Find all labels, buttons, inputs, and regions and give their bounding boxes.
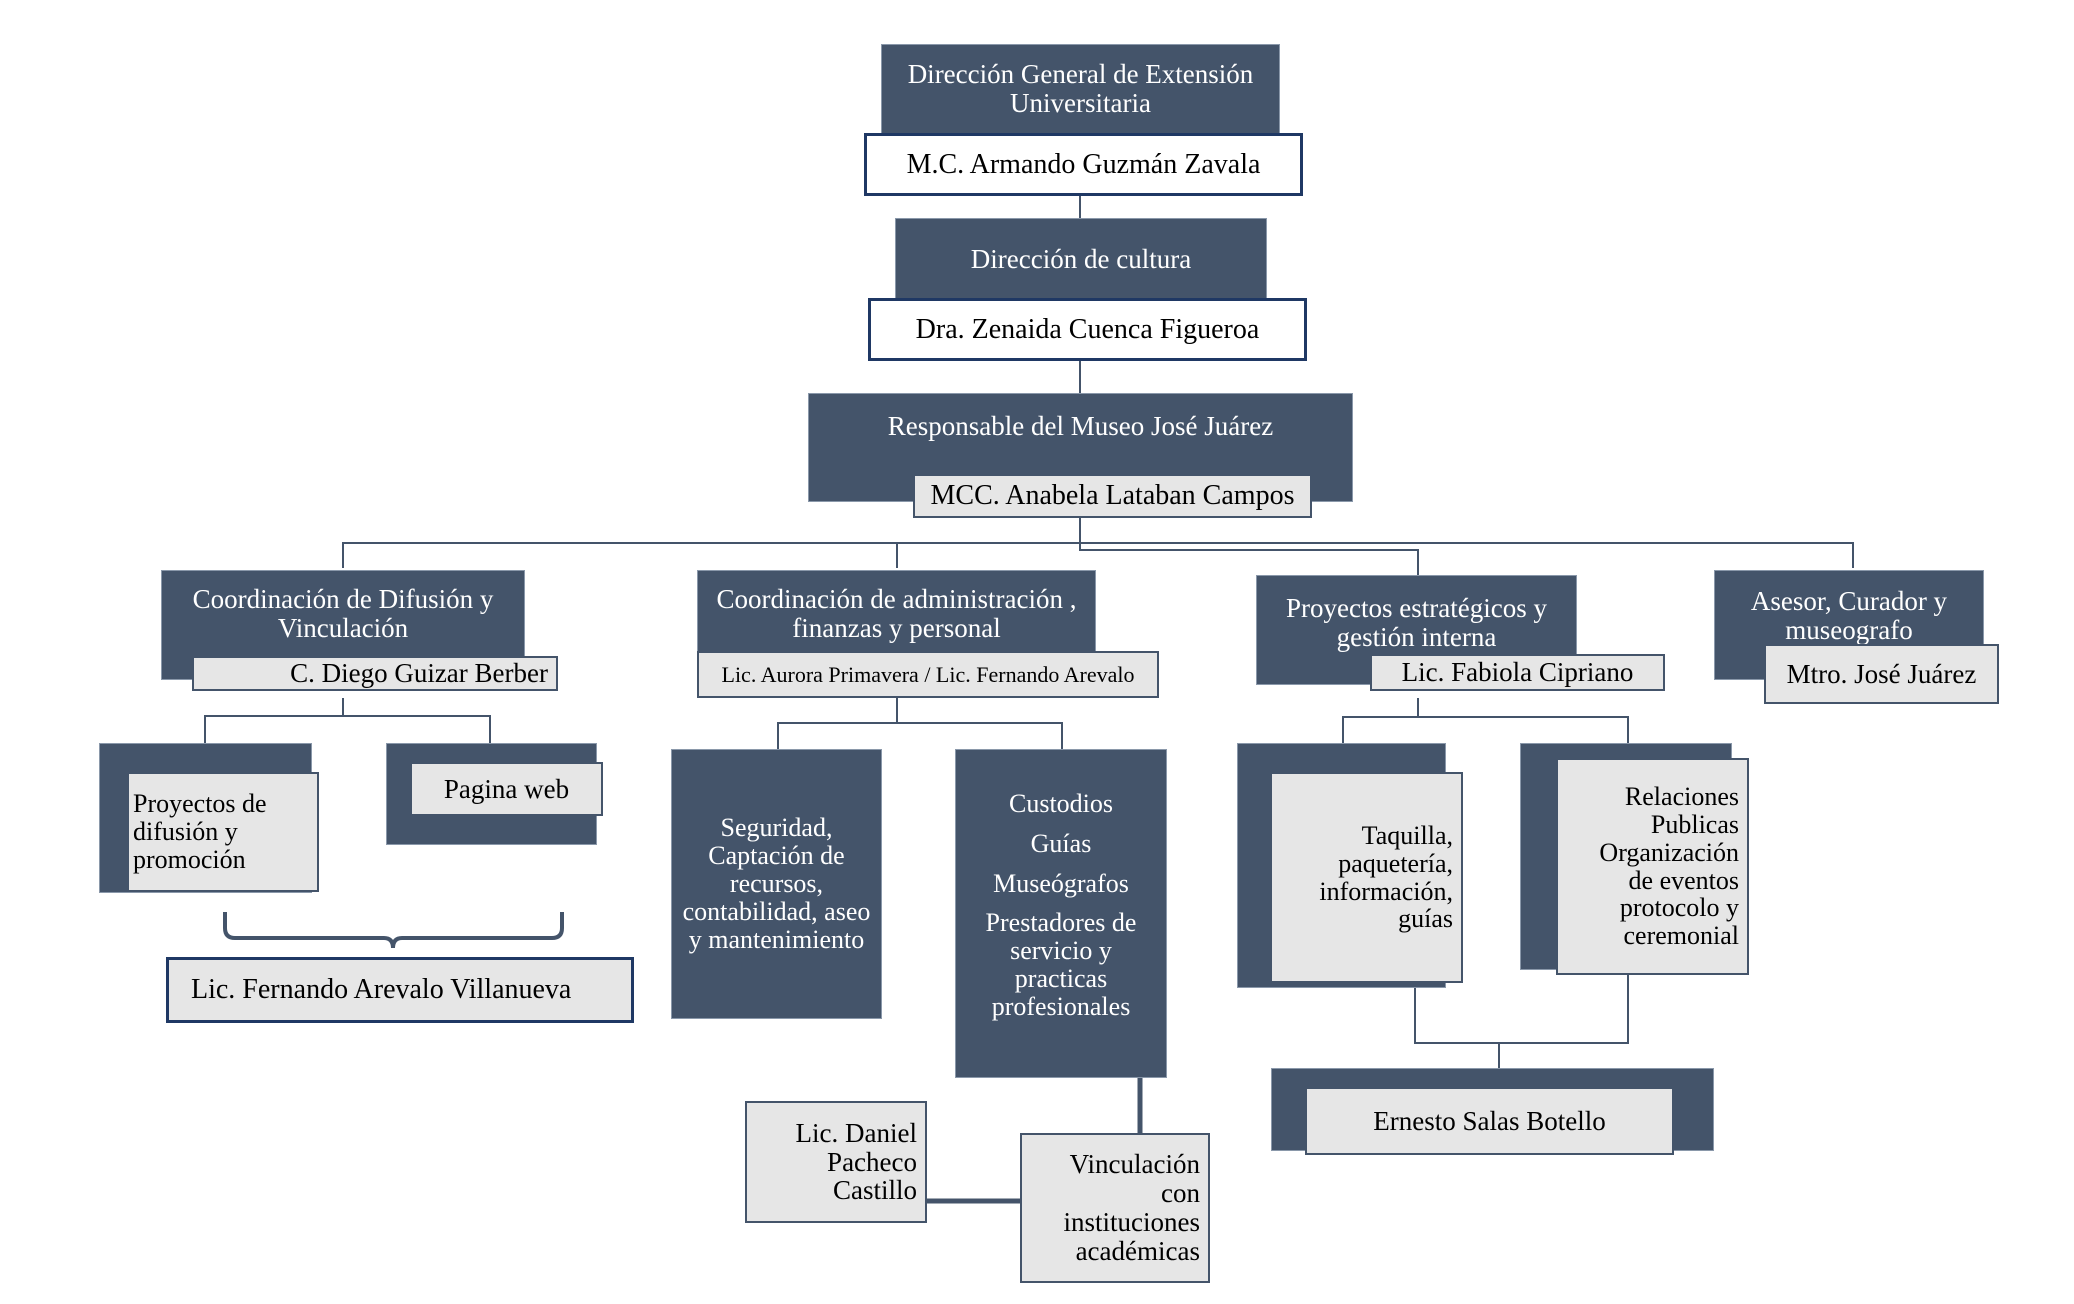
person-armando-guzman: M.C. Armando Guzmán Zavala: [864, 133, 1303, 196]
unit-direccion-cultura: Dirección de cultura: [895, 218, 1267, 300]
connector-main-bus: [342, 542, 1854, 568]
connector-admin-custodios: [897, 722, 1063, 749]
person-anabela-lataban: MCC. Anabela Lataban Campos: [913, 474, 1312, 518]
museografos-label: Museógrafos: [993, 868, 1129, 898]
connector-admin-children: [777, 698, 898, 749]
child-relaciones-publicas: Relaciones Publicas Organización de even…: [1556, 758, 1749, 975]
child-custodios: Custodios Guías Museógrafos Prestadores …: [955, 749, 1167, 1078]
person-jose-juarez: Mtro. José Juárez: [1764, 644, 1999, 704]
prestadores-label: Prestadores de servicio y practicas prof…: [985, 908, 1137, 1021]
person-diego-guizar: C. Diego Guizar Berber: [192, 656, 558, 691]
child-taquilla: Taquilla, paquetería, información, guías: [1270, 772, 1463, 983]
connector-difusion-children: [204, 698, 344, 743]
person-daniel-pacheco: Lic. Daniel Pacheco Castillo: [745, 1101, 927, 1223]
person-aurora-primavera-fernando-arevalo: Lic. Aurora Primavera / Lic. Fernando Ar…: [697, 651, 1159, 698]
child-vinculacion-instituciones: Vinculación con instituciones académicas: [1020, 1133, 1210, 1283]
unit-direccion-general: Dirección General de Extensión Universit…: [881, 44, 1280, 134]
child-proyectos-difusion: Proyectos de difusión y promoción: [127, 772, 319, 892]
custodios-label: Custodios: [1008, 789, 1114, 818]
person-fernando-arevalo-villanueva: Lic. Fernando Arevalo Villanueva: [166, 957, 634, 1023]
connector-difusion-web: [343, 715, 491, 743]
person-fabiola-cipriano: Lic. Fabiola Cipriano: [1370, 654, 1665, 691]
person-zenaida-cuenca: Dra. Zenaida Cuenca Figueroa: [868, 298, 1307, 361]
connector-bus-proyectos: [1079, 543, 1419, 575]
connector-taquilla-ernesto: [1414, 988, 1500, 1068]
child-seguridad: Seguridad, Captación de recursos, contab…: [671, 749, 882, 1019]
brace-shared-difusion: [223, 912, 564, 949]
child-pagina-web: Pagina web: [410, 762, 603, 816]
connector-relaciones-ernesto: [1499, 975, 1629, 1044]
connector-proyectos-children: [1342, 698, 1419, 743]
guias-label: Guías: [1030, 828, 1092, 858]
person-ernesto-salas: Ernesto Salas Botello: [1305, 1087, 1674, 1155]
